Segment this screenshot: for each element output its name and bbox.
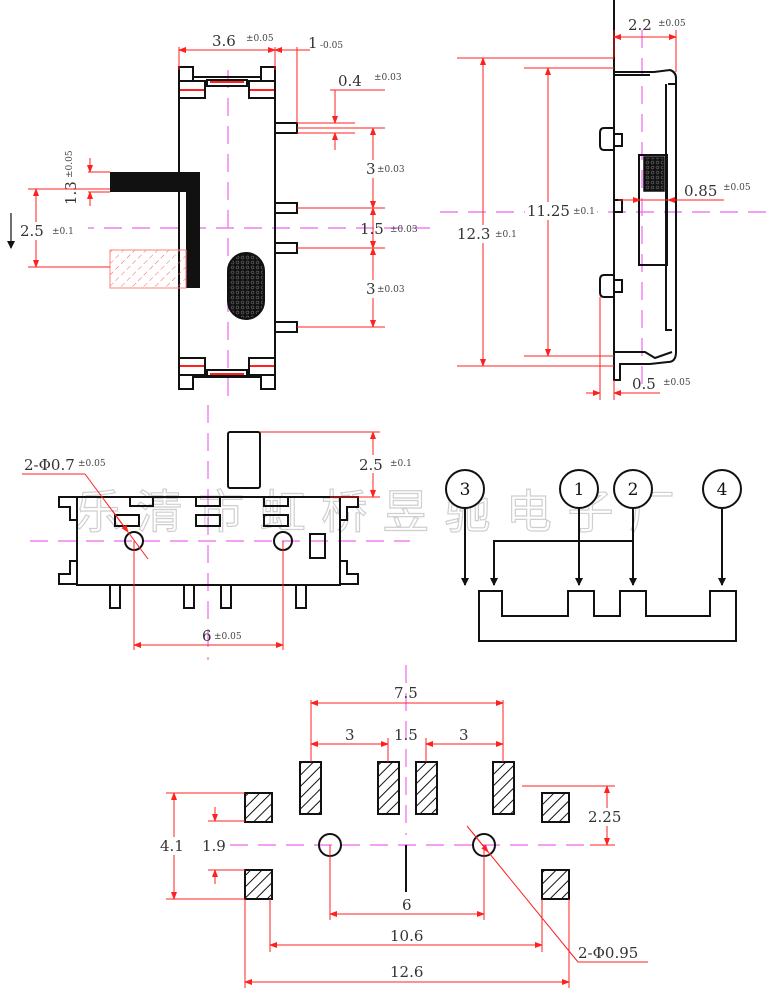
pin-schematic: 3 1 2 4 <box>445 469 742 642</box>
dim-pad-gap-left: 3 <box>345 726 355 744</box>
pin <box>274 202 298 214</box>
mount-pad <box>244 792 273 823</box>
front-view: 2.5 ±0.1 2-Φ0.7 ±0.05 6 ±0.05 <box>22 405 412 660</box>
svg-text:±0.05: ±0.05 <box>658 19 686 29</box>
pin-label-2: 2 <box>613 469 653 509</box>
mount-pad <box>541 869 570 900</box>
svg-text:±0.03: ±0.03 <box>377 285 405 295</box>
svg-text:±0.05: ±0.05 <box>65 150 75 178</box>
svg-text:±0.05: ±0.05 <box>78 459 106 469</box>
svg-text:±0.1: ±0.1 <box>52 227 74 237</box>
side-view: 2.2 ±0.05 12.3 ±0.1 11.25 ±0.1 0.85 ±0.0… <box>440 0 772 400</box>
dim-depth: 2.2 <box>628 16 652 34</box>
dim-travel: 2.5 <box>20 222 44 240</box>
svg-text:±0.03: ±0.03 <box>374 73 402 83</box>
pin <box>274 122 298 134</box>
pad <box>377 761 400 815</box>
dim-foot: 0.5 <box>632 375 656 393</box>
svg-text:±0.1: ±0.1 <box>573 207 595 217</box>
svg-text:-0.05: -0.05 <box>320 41 343 51</box>
dim-inner-height: 1.9 <box>202 837 226 855</box>
side-actuator <box>643 156 665 192</box>
mount-pad <box>244 869 273 900</box>
dim-pin-length: 1 <box>308 34 318 52</box>
mount-pad <box>541 792 570 823</box>
dim-hole-pitch: 6 <box>402 896 412 914</box>
pcb-footprint: 7.5 3 1.5 3 2.25 4.1 1.9 6 10.6 12.6 2-Φ… <box>160 665 648 988</box>
top-view: 3.6 ±0.05 1 -0.05 0.4 ±0.03 3 ±0.03 1.5 … <box>7 32 440 400</box>
dim-front-holes: 2-Φ0.7 <box>24 456 75 474</box>
slider-grip <box>227 252 265 320</box>
pin-label-4: 4 <box>702 469 742 509</box>
dim-inner-length: 11.25 <box>527 202 570 220</box>
dim-pin-width: 0.4 <box>338 72 362 90</box>
svg-text:±0.05: ±0.05 <box>663 378 691 388</box>
dim-actuator-width: 0.85 <box>684 182 717 200</box>
svg-text:±0.05: ±0.05 <box>246 34 274 44</box>
slider-knob <box>110 172 200 288</box>
dim-pitch-b: 3 <box>366 280 376 298</box>
slider-knob-alt-position <box>109 249 187 289</box>
dim-footprint-holes: 2-Φ0.95 <box>578 944 638 962</box>
dim-total-length: 12.3 <box>457 225 490 243</box>
pin-label-3: 3 <box>445 469 485 509</box>
dim-knob-width: 1.3 <box>62 181 80 205</box>
dim-width: 3.6 <box>212 32 236 50</box>
dim-row-offset: 2.25 <box>588 808 621 826</box>
pin <box>274 242 298 254</box>
dim-front-hole-pitch: 6 <box>202 627 212 645</box>
dim-actuator-height: 2.5 <box>359 456 383 474</box>
svg-text:3: 3 <box>460 480 471 500</box>
dim-height: 4.1 <box>160 837 184 855</box>
svg-text:1: 1 <box>574 480 585 500</box>
dim-pad-gap-mid: 1.5 <box>394 726 418 744</box>
dim-mount-inner: 10.6 <box>390 927 423 945</box>
svg-text:4: 4 <box>717 480 728 500</box>
pad <box>492 761 515 815</box>
dim-overall-pads: 7.5 <box>394 684 418 702</box>
svg-text:2: 2 <box>628 480 639 500</box>
svg-text:±0.03: ±0.03 <box>377 165 405 175</box>
dim-pitch-mid: 1.5 <box>360 220 384 238</box>
pad <box>415 761 438 815</box>
pin <box>274 321 298 333</box>
svg-text:±0.05: ±0.05 <box>723 183 751 193</box>
svg-text:±0.03: ±0.03 <box>390 225 418 235</box>
actuator <box>227 431 261 489</box>
svg-text:±0.1: ±0.1 <box>390 459 412 469</box>
contact-bar <box>478 590 737 642</box>
pin-label-1: 1 <box>559 469 599 509</box>
dim-mount-outer: 12.6 <box>390 963 423 981</box>
svg-text:±0.1: ±0.1 <box>495 230 517 240</box>
svg-text:±0.05: ±0.05 <box>214 632 242 642</box>
dim-pitch-a: 3 <box>366 160 376 178</box>
dim-pad-gap-right: 3 <box>459 726 469 744</box>
pad <box>299 761 322 815</box>
